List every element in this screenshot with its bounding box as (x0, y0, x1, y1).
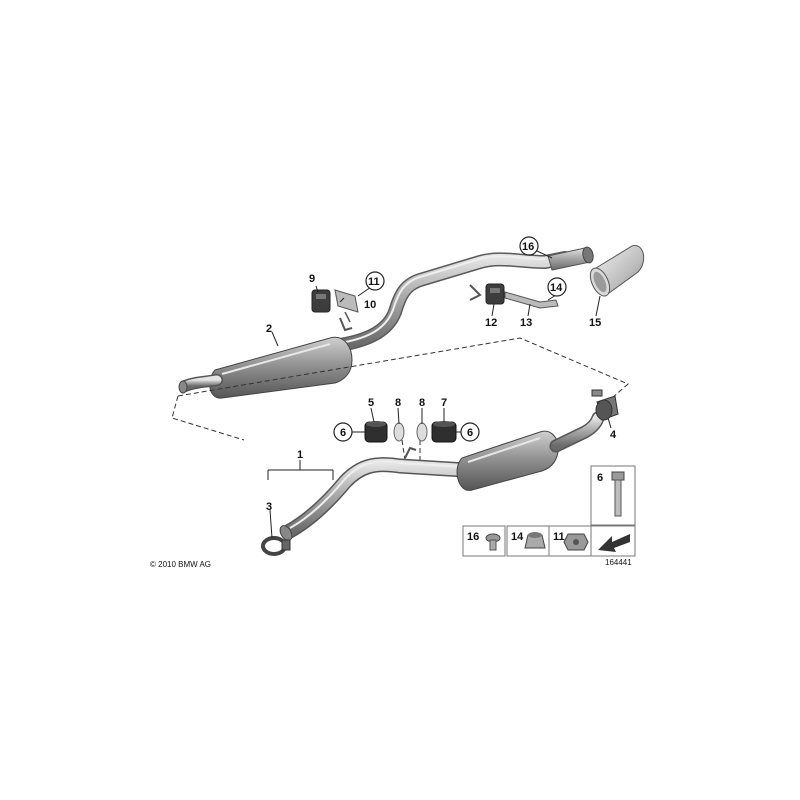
bracket-10 (334, 289, 359, 323)
rubber-mount-12 (485, 283, 505, 305)
bracket-13 (504, 291, 559, 309)
label-circle-11 (365, 271, 385, 291)
label-circle-14 (547, 277, 567, 297)
label-part-10: 10 (364, 299, 376, 311)
bolt-icon (611, 471, 625, 517)
label-circle-6a (333, 422, 353, 442)
label-part-9: 9 (309, 273, 315, 285)
rubber-mount-7 (431, 421, 457, 443)
label-circle-6b (460, 422, 480, 442)
center-silencer-assembly (279, 411, 605, 541)
key-label-6: 6 (597, 472, 603, 484)
diagram-id: 164441 (605, 558, 632, 567)
key-label-16: 16 (467, 531, 479, 543)
tailpipe-trim-15 (589, 245, 645, 297)
clamp-3 (261, 536, 291, 556)
hex-nut-icon (563, 533, 589, 551)
label-part-16: 16 (522, 241, 534, 253)
label-part-7: 7 (441, 397, 447, 409)
label-part-11: 11 (368, 276, 380, 288)
label-part-6b: 6 (467, 427, 473, 439)
label-part-6a: 6 (340, 427, 346, 439)
washer-8b (416, 422, 428, 442)
label-part-1: 1 (297, 449, 303, 461)
label-part-2: 2 (266, 323, 272, 335)
assembly-outline (171, 337, 629, 441)
label-part-3: 3 (266, 501, 272, 513)
label-part-8a: 8 (395, 397, 401, 409)
label-part-15: 15 (589, 317, 601, 329)
direction-arrow-icon (598, 534, 630, 552)
nut-icon (524, 532, 546, 549)
key-label-11: 11 (553, 531, 565, 543)
leader-lines (267, 250, 612, 539)
label-circle-16 (519, 236, 539, 256)
screw-icon (485, 533, 501, 551)
label-part-8b: 8 (419, 397, 425, 409)
rear-silencer-assembly (178, 246, 594, 399)
rubber-mount-5 (364, 421, 388, 443)
label-part-5: 5 (368, 397, 374, 409)
label-part-4: 4 (610, 429, 617, 441)
key-label-14: 14 (511, 531, 524, 543)
clamp-4 (591, 389, 619, 421)
label-part-13: 13 (520, 317, 532, 329)
label-part-12: 12 (485, 317, 497, 329)
washer-8a (393, 422, 405, 442)
fastener-key: 6 16 14 11 (462, 465, 636, 557)
copyright-text: © 2010 BMW AG (150, 560, 211, 569)
rubber-mount-9 (311, 289, 331, 313)
label-part-14: 14 (550, 282, 563, 294)
